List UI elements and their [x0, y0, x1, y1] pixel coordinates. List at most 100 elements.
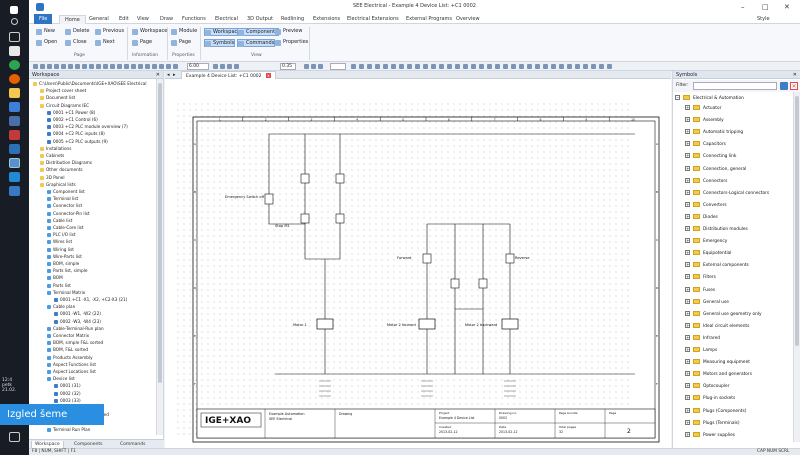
- tool-icon[interactable]: [47, 64, 52, 69]
- tool-icon[interactable]: [117, 64, 122, 69]
- tool-icon[interactable]: [391, 64, 396, 69]
- expand-icon[interactable]: +: [685, 213, 690, 219]
- scrollbar-thumb[interactable]: [158, 83, 162, 383]
- symbol-category[interactable]: +Ideal circuit elements: [685, 322, 749, 331]
- tool-icon[interactable]: [54, 64, 59, 69]
- tool-icon[interactable]: [479, 64, 484, 69]
- tool-icon[interactable]: [33, 64, 38, 69]
- tool-icon[interactable]: [503, 64, 508, 69]
- tree-item[interactable]: PLC I/O list: [47, 232, 76, 238]
- tool-icon[interactable]: [311, 64, 316, 69]
- expand-icon[interactable]: +: [685, 165, 690, 171]
- tree-item[interactable]: 0001 +C1 Power (8): [47, 110, 95, 116]
- expand-icon[interactable]: +: [685, 286, 690, 292]
- tool-icon[interactable]: [559, 64, 564, 69]
- tree-item[interactable]: 0002 (32): [54, 391, 81, 397]
- tree-item[interactable]: Document list: [40, 95, 75, 101]
- symbol-category[interactable]: +Infrared: [685, 334, 720, 343]
- tool-icon[interactable]: [152, 64, 157, 69]
- symbol-category[interactable]: +Connectors: [685, 177, 727, 186]
- module-properties-button[interactable]: Module: [171, 28, 197, 36]
- expand-icon[interactable]: +: [685, 371, 690, 377]
- tool-icon[interactable]: [415, 64, 420, 69]
- maximize-icon[interactable]: □: [762, 3, 769, 11]
- symbol-category[interactable]: +Diodes: [685, 213, 718, 222]
- expand-icon[interactable]: +: [685, 431, 690, 437]
- tab-electrical-extensions[interactable]: Electrical Extensions: [347, 16, 399, 22]
- tree-item[interactable]: Connector Matrix: [47, 333, 89, 339]
- expand-icon[interactable]: +: [685, 250, 690, 256]
- see-electrical-icon[interactable]: [9, 158, 20, 168]
- tree-item[interactable]: Other documents: [40, 167, 83, 173]
- symbol-category[interactable]: +Filters: [685, 273, 716, 282]
- filter-apply-icon[interactable]: [780, 82, 788, 90]
- tree-item[interactable]: Cable list: [47, 218, 72, 224]
- workspace-scrollbar[interactable]: [156, 79, 163, 435]
- tree-item[interactable]: Graphical lists: [40, 182, 76, 188]
- symbol-category[interactable]: +Equipotential: [685, 249, 731, 258]
- tool-icon[interactable]: [543, 64, 548, 69]
- tree-item[interactable]: Wires list: [47, 239, 72, 245]
- expand-icon[interactable]: +: [685, 334, 690, 340]
- tree-item[interactable]: Parts list, simple: [47, 268, 87, 274]
- close-icon[interactable]: ✕: [784, 3, 790, 11]
- tool-icon[interactable]: [124, 64, 129, 69]
- preview-view-toggle[interactable]: Preview: [275, 28, 302, 36]
- tree-item[interactable]: 0001 -W1, -W2 (22): [54, 311, 101, 317]
- tree-item[interactable]: 0005 +C2 PLC outputs (9): [47, 139, 108, 145]
- file-tab[interactable]: File: [34, 14, 53, 24]
- symbol-category[interactable]: +Power supplies: [685, 431, 735, 440]
- symbol-category[interactable]: +Motors and generators: [685, 370, 752, 379]
- tree-item[interactable]: Wire-Parts list: [47, 254, 82, 260]
- tool-icon[interactable]: [511, 64, 516, 69]
- tool-icon[interactable]: [463, 64, 468, 69]
- expand-icon[interactable]: +: [685, 359, 690, 365]
- tool-icon[interactable]: [487, 64, 492, 69]
- app-icon[interactable]: [9, 186, 20, 196]
- tab-commands[interactable]: Commands: [120, 442, 146, 447]
- tree-item[interactable]: Cable-Core list: [47, 225, 84, 231]
- tree-item[interactable]: Connector list: [47, 203, 82, 209]
- tool-icon[interactable]: [131, 64, 136, 69]
- symbol-category[interactable]: +External components: [685, 261, 749, 270]
- tree-item[interactable]: Parts list: [47, 283, 71, 289]
- expand-icon[interactable]: +: [685, 383, 690, 389]
- tab-components[interactable]: Components: [74, 442, 103, 447]
- tab-nav-left-icon[interactable]: ◂: [167, 72, 170, 78]
- tool-icon[interactable]: [68, 64, 73, 69]
- tree-item[interactable]: Device list: [47, 376, 75, 382]
- line-width-field[interactable]: 0.35: [280, 63, 296, 70]
- chrome-icon[interactable]: [9, 60, 20, 70]
- app-icon[interactable]: [9, 144, 20, 154]
- tool-icon[interactable]: [82, 64, 87, 69]
- tool-icon[interactable]: [471, 64, 476, 69]
- app-icon[interactable]: [9, 46, 20, 56]
- symbol-category[interactable]: +General use: [685, 298, 729, 307]
- expand-icon[interactable]: +: [685, 322, 690, 328]
- expand-icon[interactable]: +: [685, 153, 690, 159]
- symbol-category-root[interactable]: −Electrical & Automation: [675, 94, 744, 103]
- tool-icon[interactable]: [367, 64, 372, 69]
- symbol-category[interactable]: +Connectors-Logical connectors: [685, 189, 769, 198]
- tool-icon[interactable]: [359, 64, 364, 69]
- tree-item[interactable]: 0001 +C1 -X1, -X2, +C2-X3 (21): [54, 297, 127, 303]
- workspace-view-toggle[interactable]: Workspace: [204, 28, 242, 36]
- search-icon[interactable]: [11, 18, 18, 25]
- tool-icon[interactable]: [527, 64, 532, 69]
- expand-icon[interactable]: +: [685, 141, 690, 147]
- tool-icon[interactable]: [166, 64, 171, 69]
- panel-close-icon[interactable]: ✕: [792, 72, 797, 78]
- tab-overview[interactable]: Overview: [456, 16, 480, 22]
- tree-item[interactable]: 0003 +C2 PLC module overview (7): [47, 124, 128, 130]
- tool-icon[interactable]: [40, 64, 45, 69]
- tree-item[interactable]: BOM, simple: [47, 261, 79, 267]
- symbol-category[interactable]: +Assembly: [685, 116, 724, 125]
- tree-item[interactable]: Products Assembly: [47, 355, 93, 361]
- tool-icon[interactable]: [431, 64, 436, 69]
- tree-item[interactable]: 0003 (33): [54, 398, 81, 404]
- tree-item[interactable]: 0002 -W3, -W4 (23): [54, 319, 101, 325]
- tool-icon[interactable]: [351, 64, 356, 69]
- tool-icon[interactable]: [173, 64, 178, 69]
- panel-close-icon[interactable]: ✕: [155, 72, 160, 78]
